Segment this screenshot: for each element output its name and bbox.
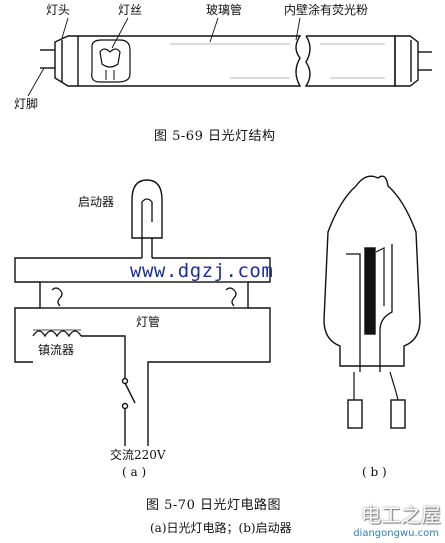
filament-coil: [99, 48, 121, 68]
panel-label-b: ( b ): [362, 465, 387, 479]
switch-contact-top: [121, 377, 129, 385]
label-phosphor-coating: 内壁涂有荧光粉: [284, 3, 369, 17]
starter-bimetal: [141, 198, 153, 238]
glass-tube-left: [78, 35, 302, 87]
left-lamp-cap: [54, 35, 79, 87]
fluorescent-tube-drawing: [40, 35, 432, 87]
label-lamp-pins: 灯脚: [14, 97, 39, 111]
label-filament: 灯丝: [118, 3, 143, 17]
watermark-url: www.dgzj.com: [130, 260, 274, 282]
fig69-leader-lines: [27, 17, 301, 97]
label-lamp-cap: 灯头: [46, 3, 71, 17]
caption-fig-5-69: 图 5-69 日光灯结构: [154, 129, 276, 144]
filament-mount: [91, 39, 131, 83]
starter-pin-left: [347, 399, 363, 429]
glass-tube-right: [304, 35, 396, 87]
watermark-site-url: diangongwu.com: [353, 528, 439, 539]
subcaption-fig-5-70: (a)日光灯电路；(b)启动器: [150, 521, 292, 535]
starter-pin-right: [390, 399, 406, 429]
panel-label-a: ( a ): [122, 465, 147, 479]
label-glass-tube: 玻璃管: [206, 3, 243, 17]
lamp-tube-symbol: [39, 281, 249, 309]
label-lamp-tube: 灯管: [136, 315, 161, 329]
starter-electrode: [364, 247, 376, 335]
starter-glass-envelope: [323, 175, 421, 367]
left-filament-symbol: [51, 287, 63, 307]
circuit-drawing: [14, 179, 271, 446]
ballast-coil: [32, 330, 82, 338]
right-filament-symbol: [225, 287, 237, 307]
label-starter: 启动器: [78, 195, 115, 209]
label-ballast: 镇流器: [38, 343, 75, 357]
label-ac-supply: 交流220V: [110, 448, 166, 462]
right-lamp-cap: [394, 35, 419, 87]
switch-contact-bottom: [121, 402, 129, 410]
starter-bulb: [131, 179, 163, 239]
watermark-site-name: 电工之屋: [361, 503, 441, 527]
switch-blade: [124, 382, 136, 404]
starter-detail-drawing: [323, 175, 421, 429]
caption-fig-5-70: 图 5-70 日光灯电路图: [146, 498, 281, 513]
